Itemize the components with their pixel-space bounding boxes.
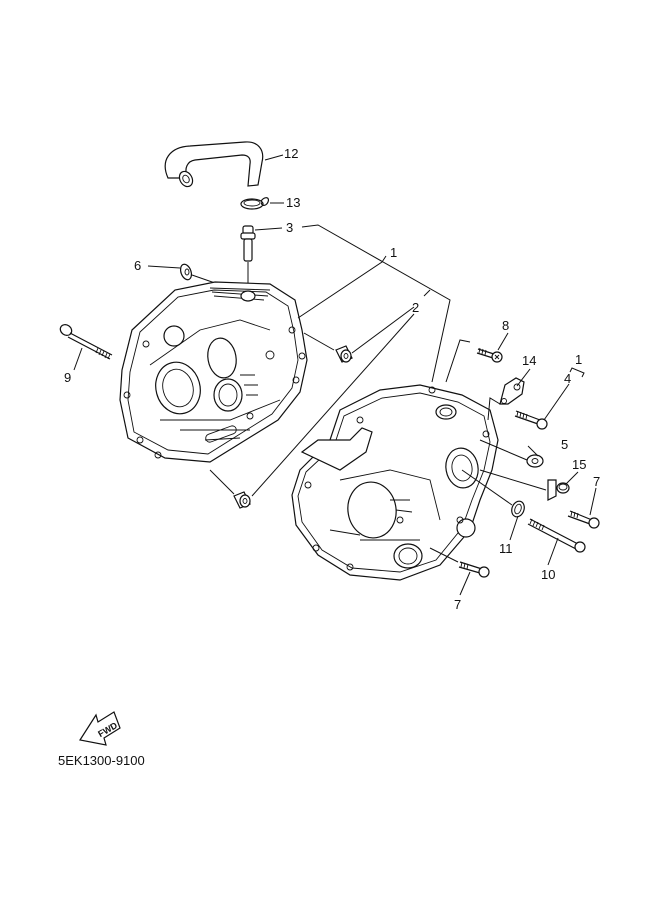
callout-10: 10 — [541, 567, 555, 582]
bolt-7-right — [567, 510, 600, 529]
bolt-7-bottom — [458, 561, 490, 578]
long-bolt-left — [59, 324, 113, 360]
callout-14: 14 — [522, 353, 536, 368]
callout-7-bottom: 7 — [454, 597, 461, 612]
bolt-8 — [476, 347, 503, 363]
dowel-pin-lower — [233, 491, 251, 509]
callout-7-right: 7 — [593, 474, 600, 489]
callout-2: 2 — [412, 300, 419, 315]
gasket-11 — [511, 500, 525, 518]
callout-5: 5 — [561, 437, 568, 452]
fwd-arrow-icon: FWD — [79, 711, 121, 746]
leader-lines — [73, 154, 597, 596]
part-code: 5EK1300-9100 — [58, 753, 145, 768]
plug — [179, 263, 216, 284]
callout-3: 3 — [286, 220, 293, 235]
callout-4: 4 — [564, 371, 571, 386]
breather-nipple — [240, 225, 256, 285]
callout-15: 15 — [572, 457, 586, 472]
left-crankcase — [119, 281, 308, 463]
hose-clip — [240, 197, 270, 210]
bolt-4 — [514, 410, 548, 430]
breather-hose — [164, 141, 264, 188]
callout-labels: 12 13 3 6 1 2 8 14 1 4 5 15 7 9 11 10 7 — [64, 146, 600, 612]
washer-5 — [526, 454, 544, 468]
callout-12: 12 — [284, 146, 298, 161]
callout-9: 9 — [64, 370, 71, 385]
clamp-15 — [547, 479, 570, 501]
callout-1-upper: 1 — [390, 245, 397, 260]
right-crankcase — [291, 384, 499, 581]
callout-6: 6 — [134, 258, 141, 273]
callout-13: 13 — [286, 195, 300, 210]
callout-1-right: 1 — [575, 352, 582, 367]
long-bolt-10 — [527, 518, 586, 553]
dowel-pin-upper — [335, 345, 353, 363]
callout-8: 8 — [502, 318, 509, 333]
callout-11: 11 — [499, 541, 513, 556]
